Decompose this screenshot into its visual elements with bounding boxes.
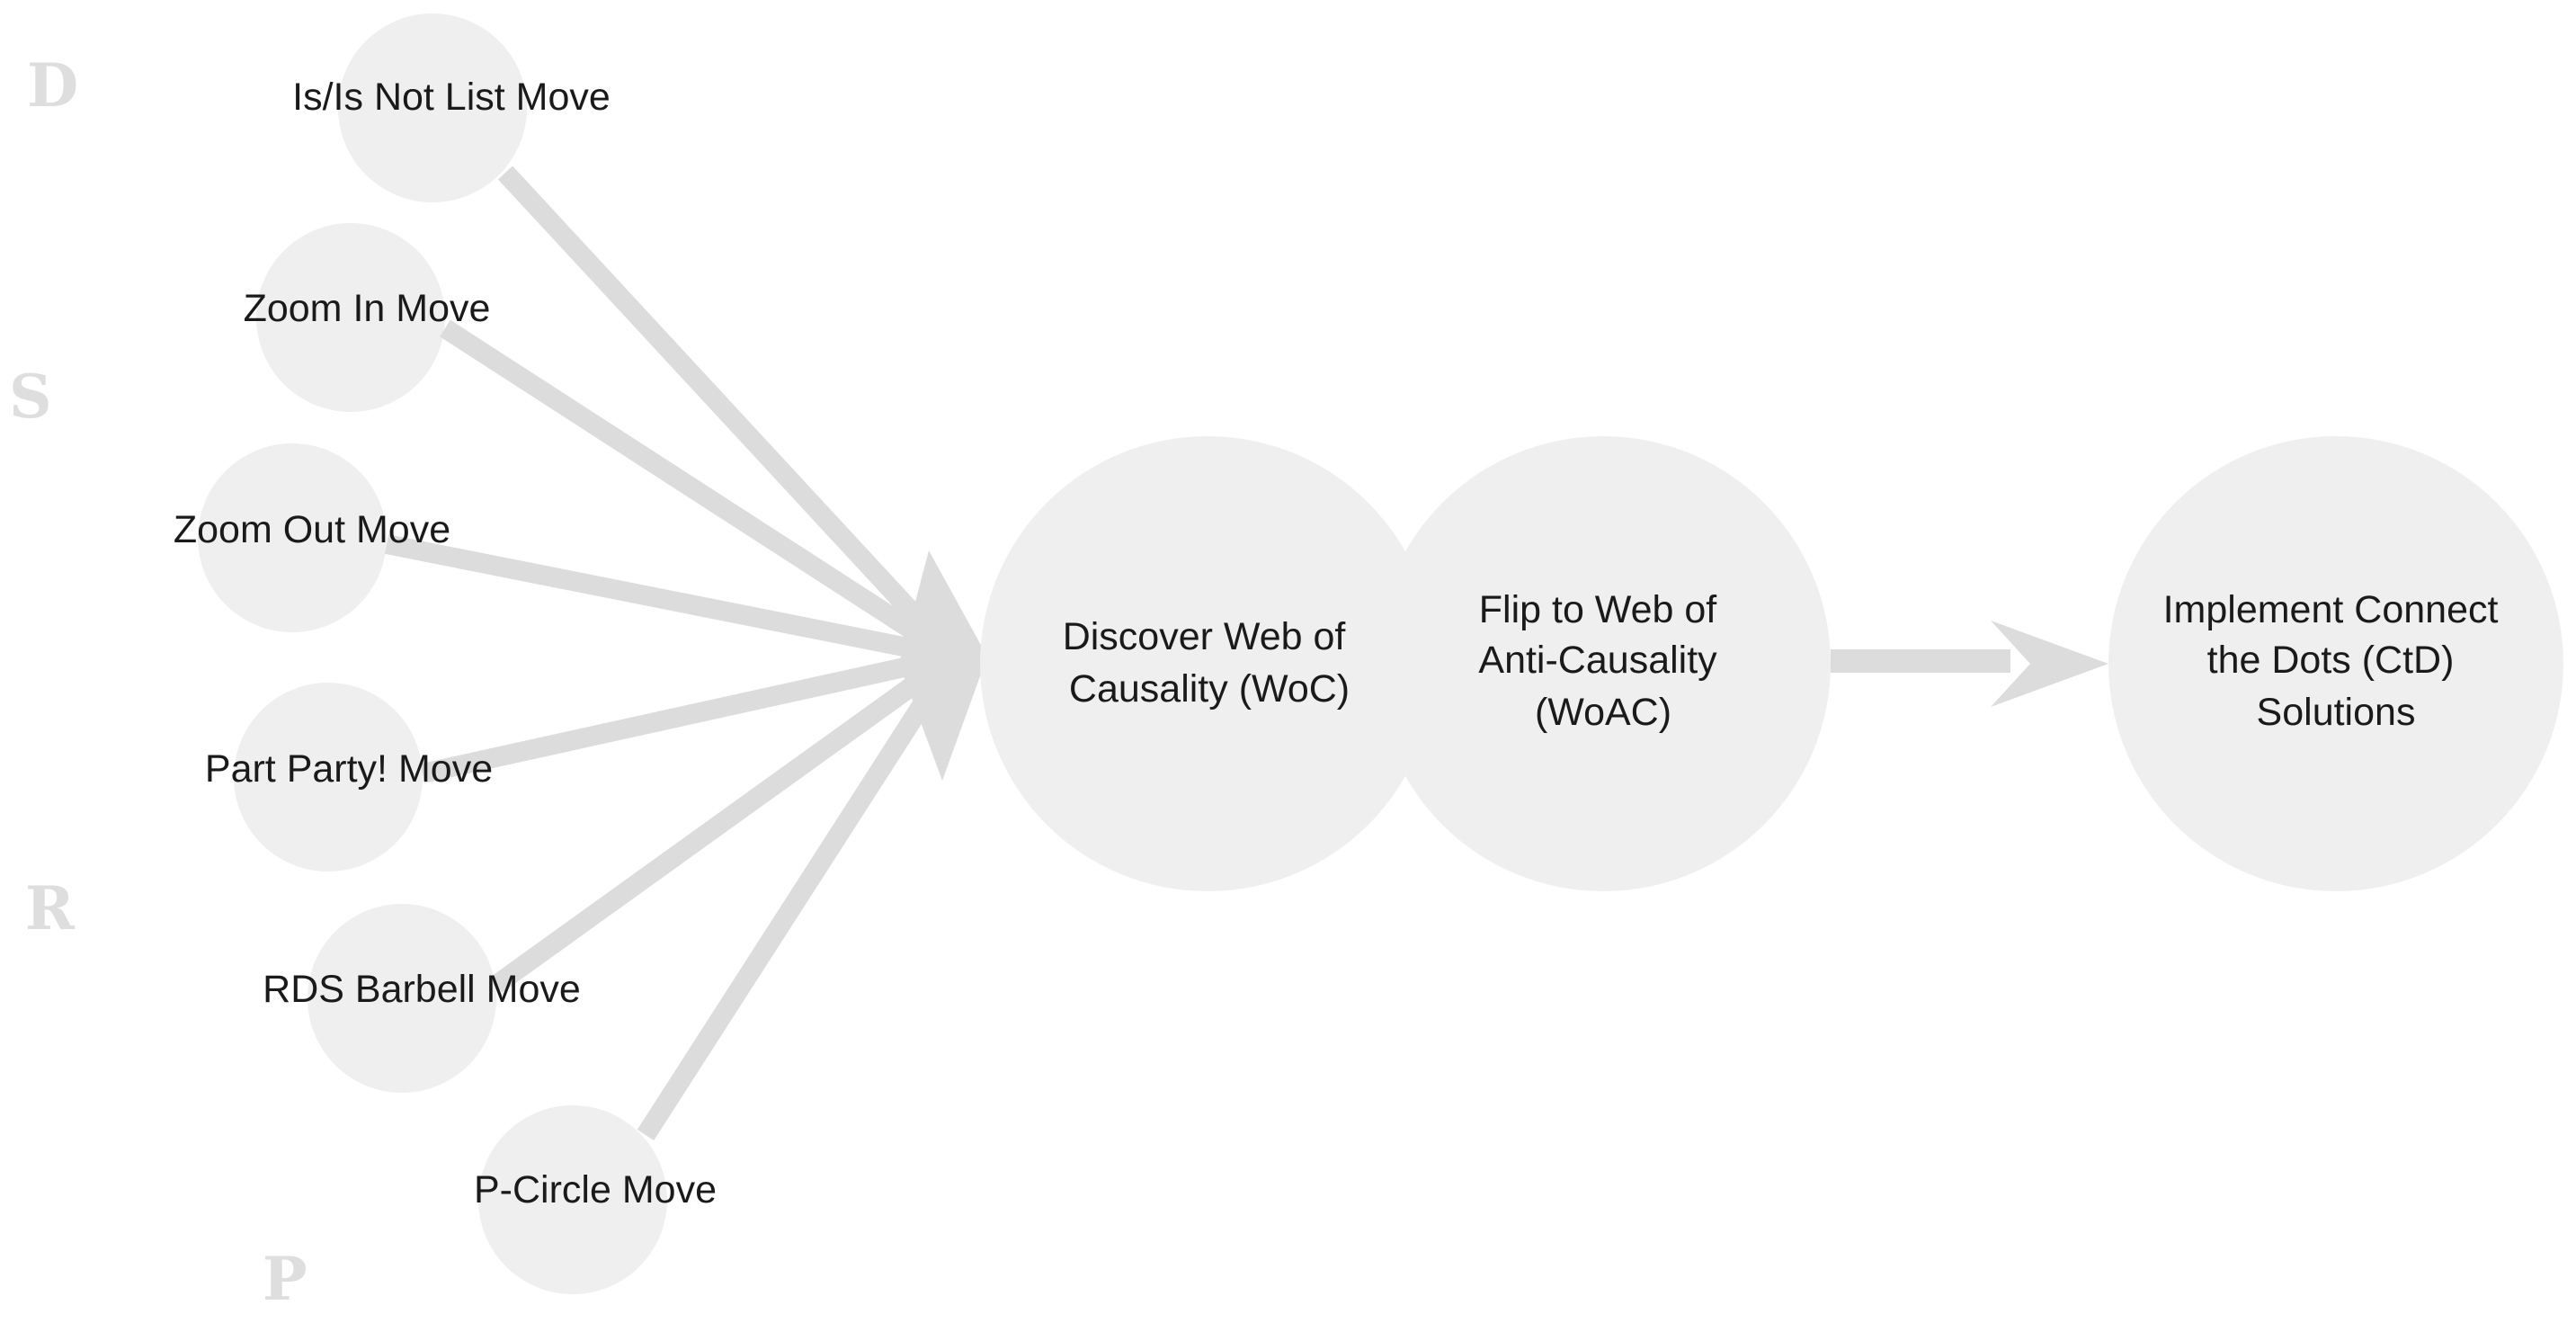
arrow-shaft-part-party — [420, 647, 956, 783]
woc-node — [980, 436, 1435, 891]
move-node-p-circle — [478, 1105, 667, 1294]
move-label-is-is-not: Is/Is Not List Move — [292, 76, 611, 119]
arrow-shaft-rds-barbell — [490, 648, 959, 993]
arrow-shaft-to-ctd — [1831, 649, 2010, 673]
side-letter-r: R — [25, 873, 76, 943]
move-node-part-party — [234, 683, 423, 872]
arrow-shaft-zoom-out — [384, 534, 956, 666]
woc-label: Discover Web of Causality (WoC) — [1063, 615, 1357, 711]
side-letter-s: S — [9, 362, 52, 432]
side-letter-d: D — [27, 50, 78, 121]
ctd-label-line-2: the Dots (CtD) — [2207, 639, 2455, 682]
move-label-zoom-out: Zoom Out Move — [174, 508, 450, 551]
ctd-node — [2108, 436, 2563, 891]
move-label-part-party: Part Party! Move — [205, 747, 493, 791]
woc-label-line-1: Discover Web of — [1063, 615, 1347, 658]
move-label-rds-barbell: RDS Barbell Move — [263, 968, 581, 1011]
move-label-p-circle: P-Circle Move — [474, 1168, 717, 1211]
ctd-label: Implement Connect the Dots (CtD) Solutio… — [2163, 588, 2509, 734]
move-node-is-is-not — [338, 13, 527, 202]
move-label-zoom-in: Zoom In Move — [244, 287, 491, 330]
woac-label-line-3: (WoAC) — [1535, 691, 1671, 734]
move-node-zoom-in — [256, 223, 445, 412]
ctd-label-line-3: Solutions — [2257, 691, 2416, 734]
move-node-rds-barbell — [308, 904, 496, 1093]
woac-label-line-2: Anti-Causality — [1478, 639, 1717, 682]
woac-label: Flip to Web of Anti-Causality (WoAC) — [1478, 588, 1727, 734]
arrowhead-to-ctd — [1991, 621, 2108, 707]
ctd-label-line-1: Implement Connect — [2163, 588, 2499, 631]
arrow-shaft-is-is-not — [497, 165, 961, 664]
woc-label-line-2: Causality (WoC) — [1069, 667, 1350, 711]
woac-node — [1376, 436, 1831, 891]
converging-arrowhead — [899, 550, 987, 781]
move-node-zoom-out — [198, 443, 387, 632]
converging-arrows — [384, 165, 962, 1140]
arrow-shaft-p-circle — [637, 651, 962, 1140]
woac-label-line-1: Flip to Web of — [1479, 588, 1718, 631]
arrow-shaft-zoom-in — [440, 319, 958, 666]
side-letter-p: P — [263, 1244, 308, 1314]
